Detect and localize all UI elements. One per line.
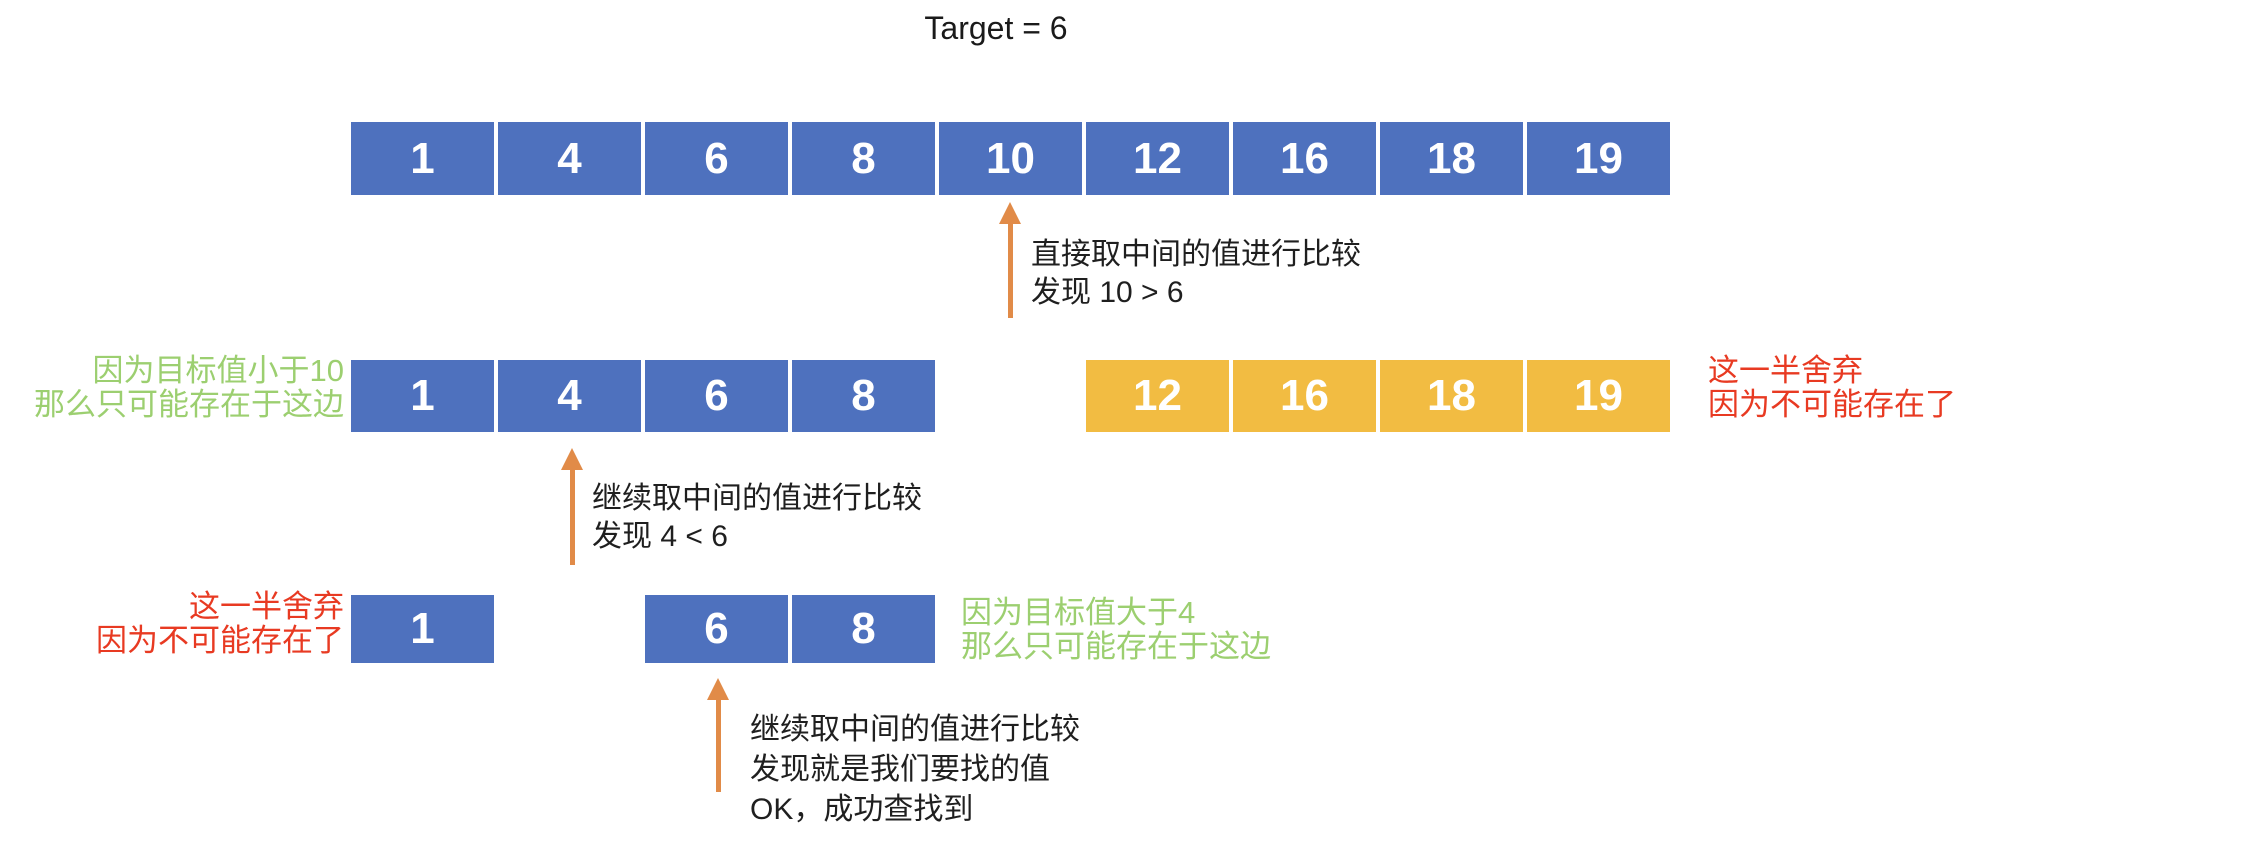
step2-left-note-line2: 那么只可能存在于这边 [34, 387, 344, 422]
step3-right-note-line2: 那么只可能存在于这边 [961, 629, 1271, 664]
array-cell: 8 [792, 360, 935, 432]
diagram-title: Target = 6 [924, 10, 1068, 46]
array-step1: 1 4 6 8 10 12 16 18 19 [351, 122, 1670, 195]
array-cell: 18 [1380, 122, 1523, 195]
array-cell: 4 [498, 122, 641, 195]
array-cell: 10 [939, 122, 1082, 195]
step3-right-note: 因为目标值大于4 那么只可能存在于这边 [961, 596, 1271, 664]
array-cell: 19 [1527, 122, 1670, 195]
step3-left-note-line1: 这一半舍弃 [189, 589, 344, 624]
array-cell: 8 [792, 122, 935, 195]
array-cell: 6 [645, 360, 788, 432]
array-cell: 12 [1086, 122, 1229, 195]
array-cell: 8 [792, 595, 935, 663]
step2-right-note: 这一半舍弃 因为不可能存在了 [1708, 354, 1956, 422]
array-cell: 19 [1527, 360, 1670, 432]
step2-right-note-line1: 这一半舍弃 [1708, 353, 1863, 388]
step3-note-line2: 发现就是我们要找的值 [750, 753, 1050, 786]
step2-note-line2: 发现 4 < 6 [592, 520, 728, 553]
step3-note-line3: OK，成功查找到 [750, 793, 974, 826]
arrow-stem [715, 700, 721, 792]
array-step2-kept: 1 4 6 8 [351, 360, 935, 432]
array-step3-discarded: 1 [351, 595, 494, 663]
step3-mid-arrow [707, 678, 729, 792]
step3-note-line1: 继续取中间的值进行比较 [750, 713, 1080, 746]
arrow-stem [1007, 224, 1013, 318]
arrow-up-icon [561, 448, 583, 470]
step3-right-note-line1: 因为目标值大于4 [961, 595, 1196, 630]
arrow-up-icon [707, 678, 729, 700]
step2-left-note-line1: 因为目标值小于10 [92, 353, 344, 388]
step2-left-note: 因为目标值小于10 那么只可能存在于这边 [34, 354, 344, 422]
array-cell: 18 [1380, 360, 1523, 432]
step1-note-line1: 直接取中间的值进行比较 [1031, 238, 1361, 271]
arrow-up-icon [999, 202, 1021, 224]
step2-note-line1: 继续取中间的值进行比较 [592, 482, 922, 515]
step1-note-line2: 发现 10 > 6 [1031, 276, 1184, 309]
array-step3-kept: 6 8 [645, 595, 935, 663]
step3-note: 继续取中间的值进行比较 发现就是我们要找的值 OK，成功查找到 [750, 710, 1080, 830]
array-cell: 16 [1233, 360, 1376, 432]
array-cell: 4 [498, 360, 641, 432]
array-step2-discarded: 12 16 18 19 [1086, 360, 1670, 432]
array-cell: 6 [645, 595, 788, 663]
array-cell: 1 [351, 595, 494, 663]
step1-note: 直接取中间的值进行比较 发现 10 > 6 [1031, 236, 1361, 312]
step1-mid-arrow [999, 202, 1021, 318]
step2-mid-arrow [561, 448, 583, 565]
arrow-stem [569, 470, 575, 565]
array-cell: 16 [1233, 122, 1376, 195]
step2-right-note-line2: 因为不可能存在了 [1708, 387, 1956, 422]
array-cell: 1 [351, 122, 494, 195]
step3-left-note-line2: 因为不可能存在了 [96, 623, 344, 658]
array-cell: 6 [645, 122, 788, 195]
step3-left-note: 这一半舍弃 因为不可能存在了 [96, 590, 344, 658]
step2-note: 继续取中间的值进行比较 发现 4 < 6 [592, 480, 922, 556]
array-cell: 12 [1086, 360, 1229, 432]
array-cell: 1 [351, 360, 494, 432]
